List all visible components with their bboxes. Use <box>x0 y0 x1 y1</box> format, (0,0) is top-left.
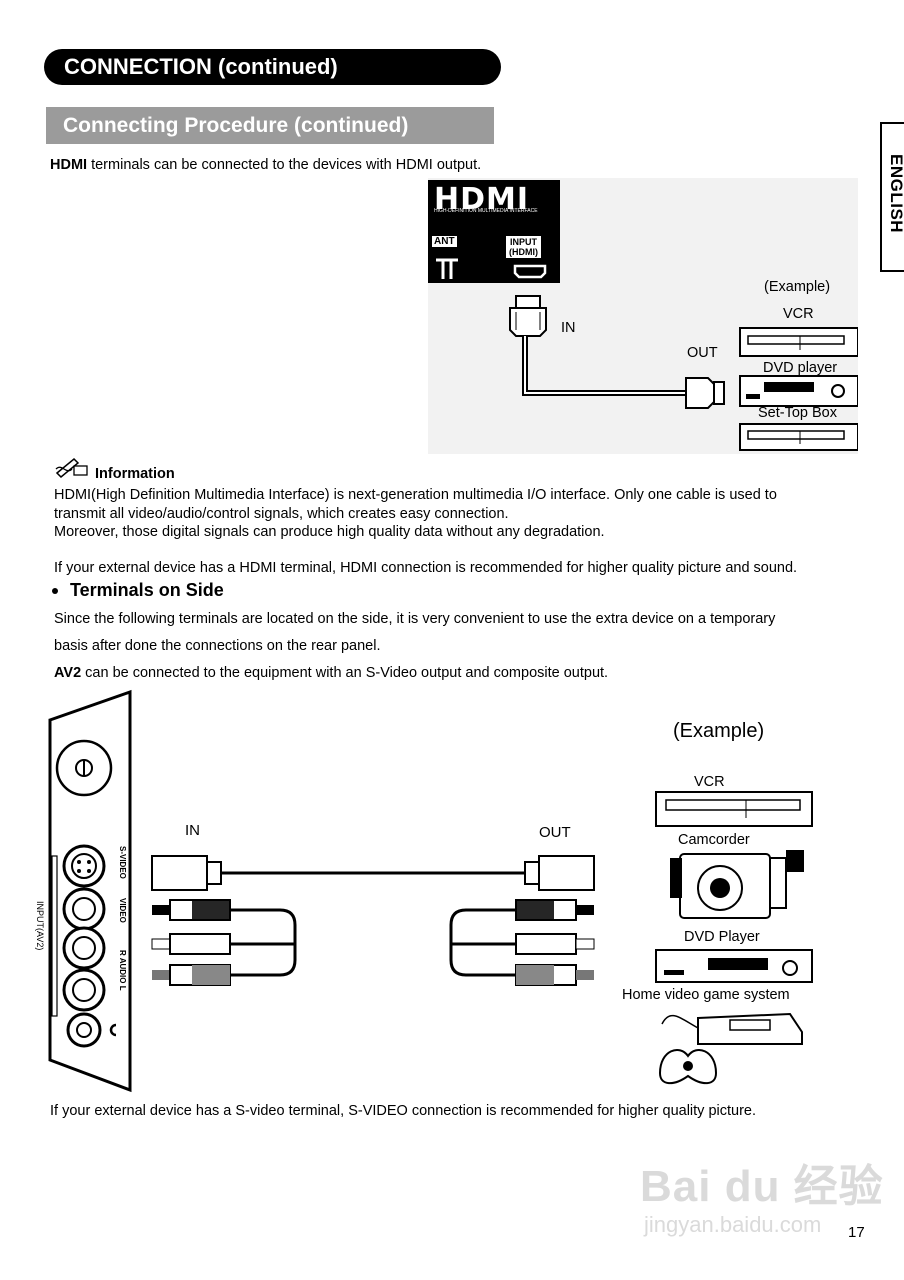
av2-intro-text: can be connected to the equipment with a… <box>81 665 609 681</box>
hdmi-out-label: OUT <box>687 345 718 361</box>
av-device-icons <box>655 791 813 1085</box>
input-hdmi-label-line2: (HDMI) <box>509 247 538 257</box>
page-number: 17 <box>848 1224 865 1241</box>
hdmi-panel: HDMI HIGH-DEFINITION MULTIMEDIA INTERFAC… <box>428 180 560 283</box>
dvd-player-icon <box>655 949 813 983</box>
av-device-camcorder: Camcorder <box>678 832 750 848</box>
hdmi-cable-icon <box>509 295 725 409</box>
baidu-watermark-url: jingyan.baidu.com <box>644 1212 822 1237</box>
camcorder-icon <box>670 850 804 919</box>
av-device-game-system: Home video game system <box>622 987 790 1003</box>
section-title: CONNECTION (continued) <box>44 49 501 85</box>
panel-svideo-label: S-VIDEO <box>118 846 127 879</box>
av-device-dvd: DVD Player <box>684 929 760 945</box>
svideo-cable-icon <box>151 855 595 891</box>
terminals-para-1: Since the following terminals are locate… <box>54 611 776 627</box>
hdmi-example-label: (Example) <box>764 279 831 295</box>
panel-audio-label: R AUDIO L <box>118 950 127 991</box>
input-hdmi-label-line1: INPUT <box>510 237 537 247</box>
av2-intro: AV2 can be connected to the equipment wi… <box>54 664 608 682</box>
hdmi-intro: HDMI terminals can be connected to the d… <box>50 156 481 174</box>
hdmi-logo-subtitle: HIGH-DEFINITION MULTIMEDIA INTERFACE <box>434 208 538 214</box>
hdmi-cable-svg <box>509 295 858 451</box>
av-cables <box>151 855 595 986</box>
hdmi-port-icon <box>513 264 547 279</box>
antenna-connector-icon <box>436 258 458 279</box>
language-tab: ENGLISH <box>880 122 904 272</box>
audio-left-jack-icon <box>62 926 106 970</box>
information-line-1: HDMI(High Definition Multimedia Interfac… <box>54 487 777 503</box>
input-hdmi-label: INPUT (HDMI) <box>506 236 541 258</box>
terminals-para-2: basis after done the connections on the … <box>54 638 381 654</box>
audio-right-jack-icon <box>62 968 106 1012</box>
audio-white-cable-icon <box>151 933 595 955</box>
game-controller-icon <box>658 1049 718 1085</box>
vcr-device-icon <box>739 327 858 357</box>
hdmi-logo: HDMI <box>434 182 530 217</box>
power-connector-icon <box>55 739 113 797</box>
video-jack-icon <box>62 887 106 931</box>
set-top-box-device-icon <box>739 423 858 451</box>
information-heading: Information <box>95 466 175 482</box>
vcr-icon <box>655 791 813 827</box>
ant-label: ANT <box>432 236 457 247</box>
audio-red-cable-icon <box>152 964 594 986</box>
information-line-3: Moreover, those digital signals can prod… <box>54 524 605 540</box>
baidu-watermark-logo: Bai du 经验 <box>640 1162 884 1211</box>
hdmi-device-vcr: VCR <box>783 306 814 322</box>
hdmi-intro-text: terminals can be connected to the device… <box>87 157 482 173</box>
terminals-heading: Terminals on Side <box>70 580 224 600</box>
panel-connectors <box>436 258 547 279</box>
section-subtitle: Connecting Procedure (continued) <box>46 107 494 144</box>
av-example-label: (Example) <box>673 720 765 742</box>
svideo-recommendation-note: If your external device has a S-video te… <box>50 1103 757 1119</box>
hdmi-device-dvd: DVD player <box>763 360 838 376</box>
av-device-vcr: VCR <box>694 774 725 790</box>
bullet-dot-icon <box>52 588 58 594</box>
information-line-2: transmit all video/audio/control signals… <box>54 506 509 522</box>
av-out-label: OUT <box>539 824 571 841</box>
dvd-player-device-icon <box>739 375 858 407</box>
side-terminal-panel <box>48 689 132 1093</box>
hdmi-device-set-top-box: Set-Top Box <box>758 405 837 421</box>
video-cable-icon <box>152 899 594 977</box>
game-console-icon <box>661 1012 803 1045</box>
panel-input-label: INPUT(AV2) <box>35 901 45 951</box>
information-line-4: If your external device has a HDMI termi… <box>54 560 798 576</box>
language-tab-label: ENGLISH <box>887 154 904 234</box>
av-in-label: IN <box>185 822 200 839</box>
svideo-jack-icon <box>62 844 106 888</box>
hdmi-intro-bold: HDMI <box>50 157 88 173</box>
note-pencil-icon <box>55 457 88 479</box>
hdmi-in-label: IN <box>561 320 576 336</box>
panel-video-label: VIDEO <box>118 898 127 923</box>
headphone-jack-icon <box>66 1012 117 1048</box>
av2-intro-bold: AV2 <box>54 665 82 681</box>
